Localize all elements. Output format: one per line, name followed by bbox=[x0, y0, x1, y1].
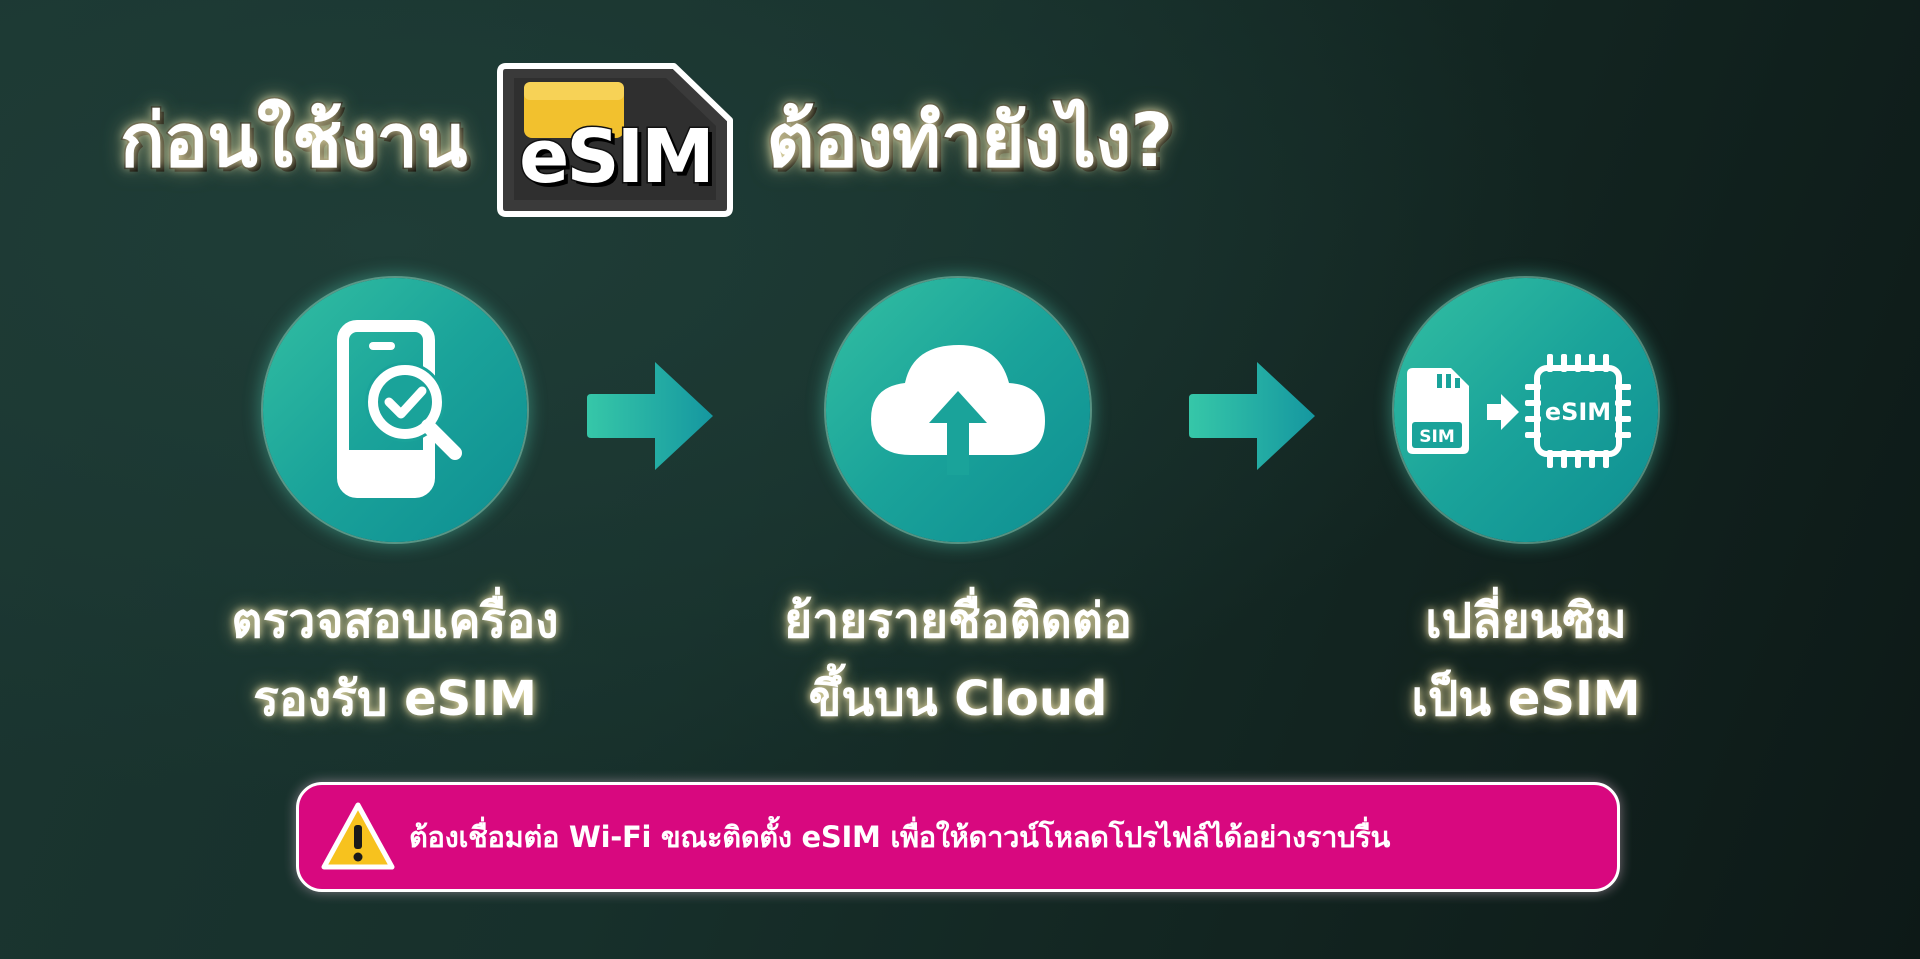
step-check-device: ตรวจสอบเครื่อง รองรับ eSIM bbox=[185, 278, 605, 738]
step-label: เปลี่ยนซิม เป็น eSIM bbox=[1411, 582, 1640, 738]
title-after: ต้องทำยังไง? bbox=[765, 97, 1175, 186]
sim-card-icon: eSIM bbox=[494, 60, 738, 220]
sim-label: SIM bbox=[1419, 427, 1455, 447]
step-label-line2: เป็น eSIM bbox=[1411, 671, 1641, 727]
step-circle bbox=[263, 278, 527, 542]
sim-to-esim-icon: SIM bbox=[1407, 354, 1631, 468]
title-before: ก่อนใช้งาน bbox=[118, 97, 468, 186]
step-label-line1: ย้ายรายชื่อติดต่อ bbox=[784, 593, 1132, 649]
cloud-upload-icon bbox=[871, 345, 1045, 475]
step-label-line2: รองรับ eSIM bbox=[253, 671, 537, 727]
warning-icon bbox=[321, 802, 395, 870]
step-label-line1: เปลี่ยนซิม bbox=[1425, 593, 1627, 649]
sim-card-label: eSIM bbox=[518, 114, 717, 200]
step-label-line2: ขึ้นบน Cloud bbox=[808, 671, 1108, 727]
step-circle bbox=[826, 278, 1090, 542]
page-title: ก่อนใช้งาน eSIM ต้องทำยังไง? bbox=[118, 55, 1175, 225]
step-label: ย้ายรายชื่อติดต่อ ขึ้นบน Cloud bbox=[784, 582, 1132, 738]
arrow-right-icon bbox=[1189, 362, 1315, 470]
notice-text: ต้องเชื่อมต่อ Wi-Fi ขณะติดตั้ง eSIM เพื่… bbox=[409, 820, 1390, 854]
arrow-right-icon bbox=[587, 362, 713, 470]
phone-search-check-icon bbox=[337, 320, 462, 498]
step-label-line1: ตรวจสอบเครื่อง bbox=[231, 593, 559, 649]
step-backup-contacts: ย้ายรายชื่อติดต่อ ขึ้นบน Cloud bbox=[748, 278, 1168, 738]
step-label: ตรวจสอบเครื่อง รองรับ eSIM bbox=[231, 582, 558, 738]
wifi-notice-banner: ต้องเชื่อมต่อ Wi-Fi ขณะติดตั้ง eSIM เพื่… bbox=[296, 782, 1620, 892]
step-switch-esim: SIM bbox=[1316, 278, 1736, 738]
step-circle: SIM bbox=[1394, 278, 1658, 542]
esim-label: eSIM bbox=[1545, 398, 1611, 426]
